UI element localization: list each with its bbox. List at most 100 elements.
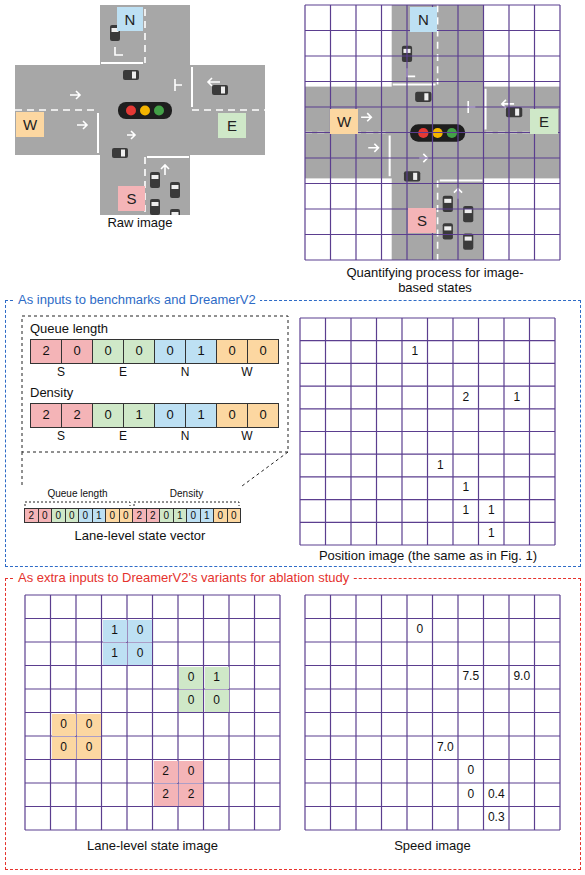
- grid-line: [203, 595, 204, 830]
- direction-sign: E: [530, 109, 558, 134]
- grid-line: [300, 544, 555, 545]
- caption: Lane-level state image: [20, 838, 285, 854]
- row-label: Queue length: [30, 321, 150, 337]
- bracket-label: Density: [134, 487, 239, 500]
- grid-value: 1: [505, 387, 529, 408]
- grid-line: [279, 595, 280, 830]
- vector-cell: 1: [173, 508, 188, 523]
- vector-cell: 0: [105, 508, 120, 523]
- sign-letter: W: [23, 116, 37, 133]
- region-title: As extra inputs to DreamerV2's variants …: [14, 569, 353, 586]
- direction-label: N: [154, 365, 216, 381]
- grid-line: [305, 829, 560, 830]
- grid-line: [300, 522, 555, 523]
- grid-value: 1: [103, 620, 127, 642]
- table-cell: 0: [247, 339, 279, 364]
- grid-value: 2: [179, 784, 203, 806]
- table-cell: 0: [216, 339, 248, 364]
- vector-cell: 2: [24, 508, 39, 523]
- grid-line: [305, 806, 560, 807]
- grid-line: [25, 829, 280, 830]
- sign-letter: E: [227, 117, 237, 134]
- table-cell: 2: [30, 403, 62, 428]
- grid-value: 2: [154, 761, 178, 783]
- table-cell: 0: [92, 403, 124, 428]
- grid-value: 1: [454, 501, 478, 522]
- grid-line: [25, 806, 280, 807]
- vector-cell: 0: [38, 508, 53, 523]
- caption: Raw image: [15, 214, 265, 232]
- row-label: Density: [30, 385, 150, 401]
- table-cell: 2: [30, 339, 62, 364]
- grid-value: 1: [480, 501, 504, 522]
- grid-value: 7.5: [459, 667, 483, 689]
- table-cell: 0: [247, 403, 279, 428]
- direction-label: S: [30, 365, 92, 381]
- table-cell: 0: [154, 403, 186, 428]
- grid-line: [559, 5, 560, 260]
- vector-cell: 0: [119, 508, 134, 523]
- grid-line: [305, 234, 560, 235]
- grid-value: 0: [52, 714, 76, 736]
- direction-label: W: [216, 365, 278, 381]
- direction-label: N: [154, 429, 216, 445]
- direction-sign: N: [410, 7, 437, 32]
- grid-value: 0: [459, 784, 483, 806]
- grid-line: [300, 431, 555, 432]
- table-cell: 0: [123, 339, 155, 364]
- grid-line: [228, 595, 229, 830]
- grid-line: [300, 476, 555, 477]
- grid-value: 0: [128, 620, 152, 642]
- caption: Position image (the same as in Fig. 1): [288, 548, 568, 564]
- grid-line: [305, 157, 560, 158]
- grid-line: [508, 5, 509, 260]
- bracket-label: Queue length: [25, 487, 130, 500]
- grid-line: [457, 595, 458, 830]
- grid-line: [254, 595, 255, 830]
- table-cell: 1: [123, 403, 155, 428]
- vector-cell: 0: [51, 508, 66, 523]
- grid-value: 0: [205, 690, 229, 712]
- table-cell: 0: [216, 403, 248, 428]
- grid-line: [305, 259, 560, 260]
- grid-line: [305, 735, 560, 736]
- grid-line: [305, 759, 560, 760]
- vector-cell: 2: [132, 508, 147, 523]
- vector-cell: 0: [78, 508, 93, 523]
- grid-value: 1: [103, 643, 127, 665]
- direction-sign: S: [408, 208, 436, 233]
- grid-value: 0: [128, 643, 152, 665]
- direction-label: E: [92, 365, 154, 381]
- grid-value: 0: [459, 761, 483, 783]
- grid-value: 2: [154, 784, 178, 806]
- table-cell: 1: [185, 403, 217, 428]
- grid-line: [478, 318, 479, 545]
- region-title: As inputs to benchmarks and DreamerV2: [14, 291, 260, 308]
- grid-value: 0: [179, 761, 203, 783]
- vector-cell: 0: [159, 508, 174, 523]
- direction-sign: N: [117, 7, 143, 31]
- caption: Quantifying process for image-based stat…: [335, 264, 535, 298]
- vector-cell: 1: [92, 508, 107, 523]
- grid-value: 0.3: [485, 808, 509, 830]
- sign-letter: N: [418, 11, 429, 28]
- grid-value: 1: [429, 455, 453, 476]
- grid-line: [305, 183, 560, 184]
- grid-value: 0.4: [485, 784, 509, 806]
- grid-value: 9.0: [510, 667, 534, 689]
- sign-letter: E: [539, 113, 549, 130]
- grid-value: 1: [454, 478, 478, 499]
- grid-line: [457, 5, 458, 260]
- direction-sign: W: [330, 109, 358, 134]
- vector-cell: 0: [213, 508, 228, 523]
- grid-line: [305, 782, 560, 783]
- grid-value: 0: [179, 667, 203, 689]
- grid-value: 0: [408, 620, 432, 642]
- table-cell: 2: [61, 403, 93, 428]
- grid-line: [300, 454, 555, 455]
- grid-value: 1: [480, 523, 504, 544]
- direction-sign: S: [118, 186, 145, 211]
- grid-value: 0: [52, 737, 76, 759]
- grid-value: 0: [179, 690, 203, 712]
- grid-line: [25, 782, 280, 783]
